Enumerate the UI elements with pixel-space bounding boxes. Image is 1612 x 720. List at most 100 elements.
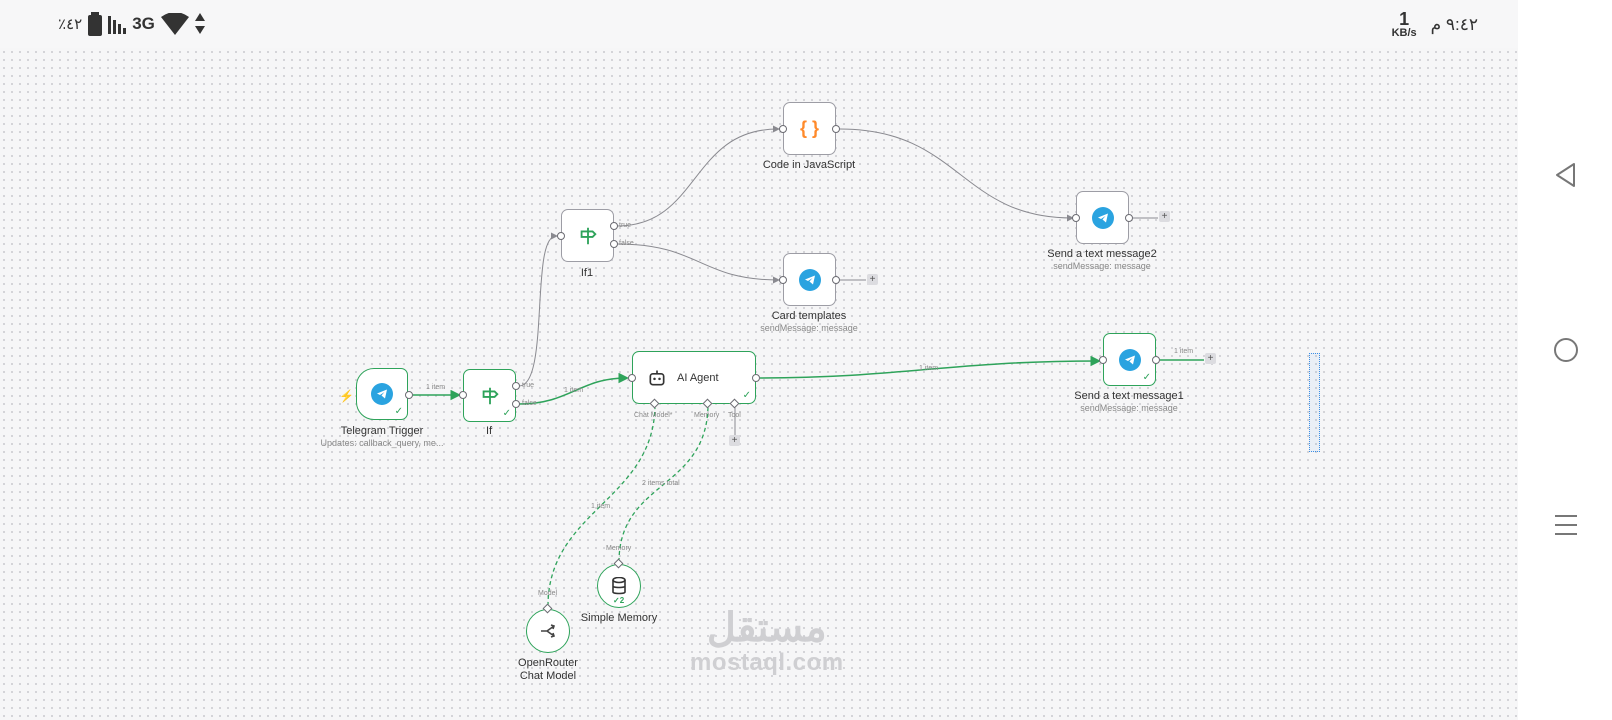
label-agent-memory: Memory [694,412,720,419]
port-card-in[interactable] [779,276,787,284]
telegram-icon [798,268,821,291]
label-agent-chat-model: Chat Model* [634,412,673,419]
label-openrouter-chat-model: OpenRouter Chat Model [518,657,578,682]
count-send1-out: 1 item [1174,348,1194,355]
add-tool-button[interactable]: + [729,435,740,446]
node-code-javascript[interactable]: { } [783,102,836,155]
label-if-false: false [522,400,537,407]
label-simple-memory: Simple Memory [580,612,658,624]
label-if1-false: false [619,240,634,247]
add-node-button[interactable]: + [1159,211,1170,222]
count-if-to-agent: 1 item [564,387,584,394]
subtitle-send-text-message1: sendMessage: message [1080,403,1178,413]
label-send-text-message1: Send a text message1 [1074,390,1184,402]
menu-lines-icon [1555,515,1577,535]
count-model-to-agent: 1 item [591,503,611,510]
network-type: 3G [132,14,155,33]
port-agent-in[interactable] [628,374,636,382]
label-code-javascript: Code in JavaScript [762,159,856,171]
back-triangle-icon [1556,163,1575,187]
telegram-icon [371,383,393,405]
recents-button[interactable] [1551,510,1581,540]
add-node-button[interactable]: + [867,274,878,285]
battery-percent: ٪٤٢ [58,16,83,33]
success-check-icon: ✓ [502,408,511,419]
if-signpost-icon [482,387,499,404]
trigger-bolt-icon: ⚡ [339,389,354,403]
clock: ٩:٤٢ م [1430,14,1478,34]
watermark-latin: mostaql.com [690,649,844,676]
label-if-true: true [522,382,535,389]
port-trigger-out[interactable] [405,391,413,399]
count-memory-to-agent: 2 items total [642,480,680,487]
node-simple-memory[interactable]: ✓2 [597,564,641,608]
label-send-text-message2: Send a text message2 [1047,248,1157,260]
label-if1-true: true [619,222,632,229]
watermark: مستقل mostaql.com [690,606,844,676]
status-left: ٪٤٢ 3G [58,12,205,36]
if-signpost-icon [580,227,597,244]
label-ai-agent: AI Agent [677,371,719,384]
node-telegram-trigger[interactable]: ✓ [356,368,408,420]
add-node-button[interactable]: + [1205,353,1216,364]
port-agent-out[interactable] [752,374,760,382]
success-check-icon: ✓ [742,390,751,401]
label-if: If [485,425,493,437]
port-code-in[interactable] [779,125,787,133]
home-circle-icon [1554,338,1578,362]
node-card-templates[interactable] [783,253,836,306]
port-send2-in[interactable] [1072,214,1080,222]
memory-count-badge: ✓2 [613,596,625,605]
port-if-false[interactable] [512,400,520,408]
telegram-icon [1091,206,1114,229]
status-right: 1 KB/s ٩:٤٢ م [1392,10,1478,39]
label-agent-tool: Tool [728,412,741,419]
selection-rectangle[interactable] [1309,353,1320,452]
watermark-arabic: مستقل [706,606,827,650]
success-check-icon: ✓ [1142,372,1151,383]
battery-icon [88,12,103,36]
port-code-out[interactable] [832,125,840,133]
speed-unit: KB/s [1391,27,1417,39]
success-check-icon: ✓ [394,406,403,417]
signal-icon [108,16,127,34]
speed-value: 1 [1399,9,1410,29]
node-send-text-message1[interactable]: ✓ [1103,333,1156,386]
count-agent-to-send1: 1 item [919,365,939,372]
port-if1-in[interactable] [557,232,565,240]
network-speed: 1 KB/s [1392,10,1417,39]
data-arrows-icon [194,13,205,34]
subtitle-card-templates: sendMessage: message [760,323,858,333]
node-ai-agent[interactable]: AI Agent ✓ [632,351,756,404]
label-memory-port: Memory [606,545,632,552]
port-send1-in[interactable] [1099,356,1107,364]
port-card-out[interactable] [832,276,840,284]
port-if-in[interactable] [459,391,467,399]
label-model-port: Model [538,590,558,597]
node-openrouter-chat-model[interactable] [526,609,570,653]
subtitle-telegram-trigger: Updates: callback_query, me... [320,438,444,448]
subtitle-send-text-message2: sendMessage: message [1053,261,1151,271]
telegram-icon [1118,348,1141,371]
navigation-bar [1518,0,1612,720]
code-braces-icon: { } [799,118,819,138]
label-if1: If1 [580,267,594,279]
count-trigger-to-if: 1 item [426,384,446,391]
label-card-templates: Card templates [771,310,847,322]
status-bar: ٪٤٢ 3G 1 KB/s ٩:٤٢ م [0,0,1518,48]
node-if1[interactable] [561,209,614,262]
openrouter-icon [541,624,556,638]
back-button[interactable] [1551,160,1581,190]
node-if[interactable]: ✓ [463,369,516,422]
node-send-text-message2[interactable] [1076,191,1129,244]
robot-icon [649,370,665,385]
port-if1-true[interactable] [610,222,618,230]
database-icon [612,577,626,595]
port-if-true[interactable] [512,382,520,390]
home-button[interactable] [1551,335,1581,365]
port-send1-out[interactable] [1152,356,1160,364]
port-send2-out[interactable] [1125,214,1133,222]
port-if1-false[interactable] [610,240,618,248]
wifi-icon [160,13,189,35]
label-telegram-trigger: Telegram Trigger [340,425,424,437]
